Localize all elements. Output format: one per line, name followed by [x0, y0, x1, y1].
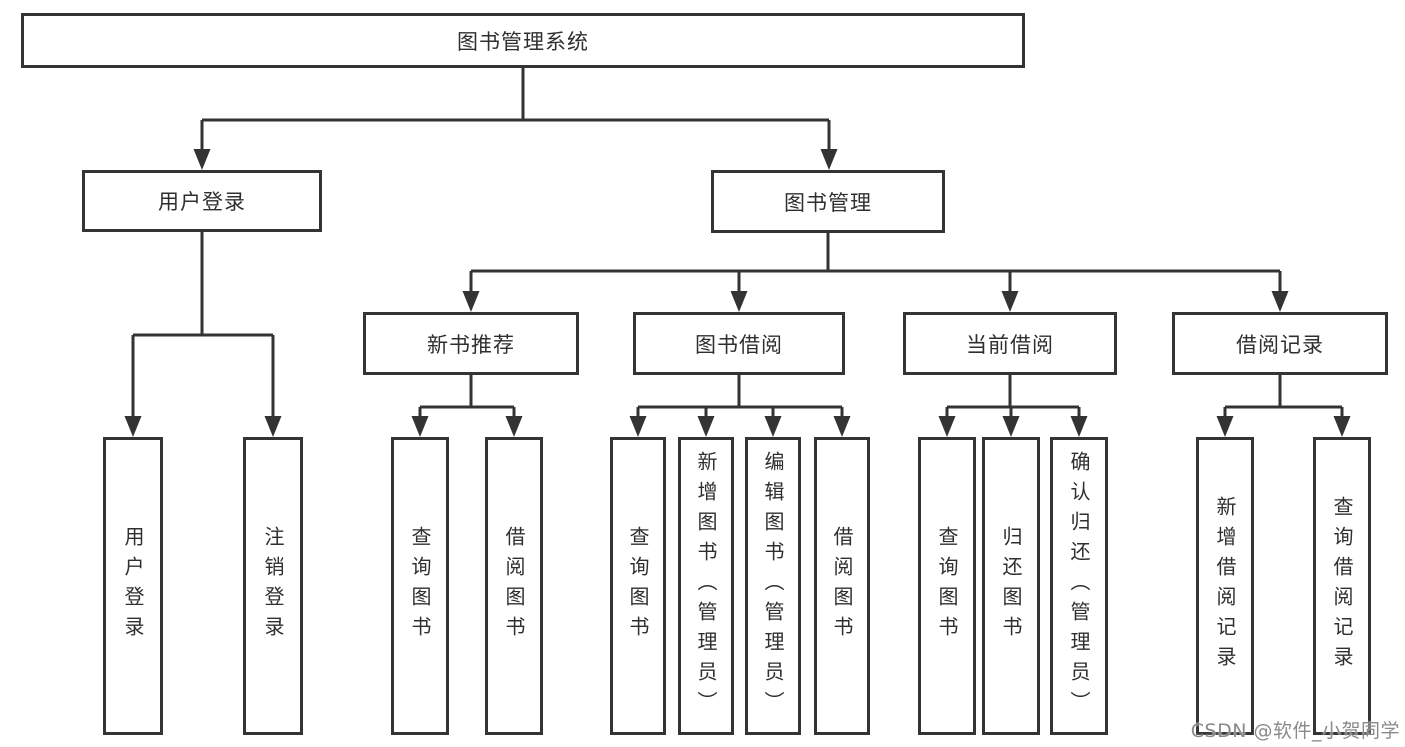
node-user-login: 用户登录 — [82, 170, 322, 232]
leaf-borrow-books-recommend: 借阅图书 — [485, 437, 543, 735]
leaf-logout: 注销登录 — [243, 437, 303, 735]
leaf-query-borrow-record: 查询借阅记录 — [1313, 437, 1371, 735]
node-label: 当前借阅 — [966, 332, 1054, 357]
connector-currentborrow-to-leaves — [945, 375, 1081, 421]
node-book-management: 图书管理 — [711, 170, 945, 233]
node-label: 归还图书 — [999, 526, 1023, 646]
node-label: 编辑图书（管理员） — [761, 451, 785, 721]
node-label: 查询图书 — [935, 526, 959, 646]
leaf-add-book-admin: 新增图书（管理员） — [678, 437, 734, 735]
csdn-watermark: CSDN @软件_小贺同学 — [1190, 720, 1400, 742]
node-label: 借阅记录 — [1236, 332, 1324, 357]
node-label: 图书借阅 — [695, 332, 783, 357]
leaf-user-login: 用户登录 — [103, 437, 163, 735]
node-label: 借阅图书 — [830, 526, 854, 646]
node-root-library-system: 图书管理系统 — [21, 13, 1025, 68]
node-label: 用户登录 — [121, 526, 145, 646]
connector-root-to-level2 — [200, 68, 831, 154]
node-book-borrow: 图书借阅 — [633, 312, 845, 375]
node-label: 查询图书 — [626, 526, 650, 646]
connector-bookmgmt-to-level3 — [469, 233, 1282, 296]
leaf-query-books-recommend: 查询图书 — [391, 437, 449, 735]
leaf-query-books-borrow: 查询图书 — [610, 437, 666, 735]
node-borrow-records: 借阅记录 — [1172, 312, 1388, 375]
node-label: 图书管理系统 — [457, 29, 589, 54]
arrowheads — [124, 149, 1351, 437]
node-label: 借阅图书 — [502, 526, 526, 646]
node-label: 新书推荐 — [427, 332, 515, 357]
leaf-confirm-return-admin: 确认归还（管理员） — [1050, 437, 1108, 735]
leaf-return-book: 归还图书 — [982, 437, 1040, 735]
connector-newbook-to-leaves — [418, 375, 516, 421]
node-label: 用户登录 — [158, 190, 246, 214]
node-label: 查询图书 — [408, 526, 432, 646]
leaf-add-borrow-record: 新增借阅记录 — [1196, 437, 1254, 735]
connector-borrowrecords-to-leaves — [1223, 375, 1344, 421]
node-label: 确认归还（管理员） — [1067, 451, 1091, 721]
leaf-edit-book-admin: 编辑图书（管理员） — [745, 437, 801, 735]
node-current-borrow: 当前借阅 — [903, 312, 1117, 375]
node-new-book-recommend: 新书推荐 — [363, 312, 579, 375]
leaf-borrow-books: 借阅图书 — [814, 437, 870, 735]
node-label: 查询借阅记录 — [1330, 496, 1354, 676]
node-label: 注销登录 — [261, 526, 285, 646]
connector-bookborrow-to-leaves — [636, 375, 844, 421]
connector-userlogin-to-leaves — [131, 232, 275, 421]
node-label: 图书管理 — [784, 190, 872, 215]
node-label: 新增图书（管理员） — [694, 451, 718, 721]
node-label: 新增借阅记录 — [1213, 496, 1237, 676]
leaf-query-books-current: 查询图书 — [918, 437, 976, 735]
